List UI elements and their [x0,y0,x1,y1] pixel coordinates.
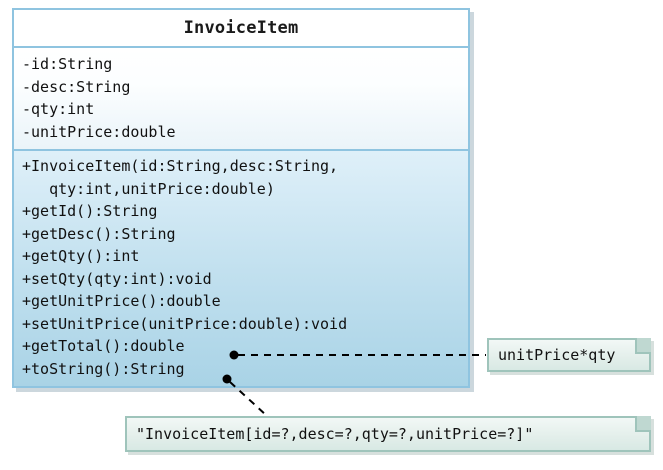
attribute-row: -desc:String [22,77,131,96]
methods-compartment: +InvoiceItem(id:String,desc:String, qty:… [14,151,468,386]
attribute-row: -qty:int [22,100,95,118]
note-fold-corner-icon [635,338,651,354]
method-row: +getDesc():String [22,224,176,243]
class-box-invoiceitem[interactable]: InvoiceItem -id:String -desc:String -qty… [12,8,470,388]
method-row: qty:int,unitPrice:double) [22,179,275,198]
method-row: +setQty(qty:int):void [22,269,212,288]
note-gettotal[interactable]: unitPrice*qty [487,338,651,372]
note-gettotal-text: unitPrice*qty [498,346,616,364]
method-row: +getTotal():double [22,337,185,355]
note-fold-corner-icon [635,416,651,432]
note-tostring-text: "InvoiceItem[id=?,desc=?,qty=?,unitPrice… [136,425,534,443]
class-name-header: InvoiceItem [14,10,468,48]
attribute-row: -id:String [22,55,113,73]
method-row: +getQty():int [22,247,140,265]
method-row: +toString():String [22,359,185,378]
attributes-compartment: -id:String -desc:String -qty:int -unitPr… [14,48,468,151]
method-row: +getId():String [22,202,158,220]
method-row: +getUnitPrice():double [22,292,221,310]
method-row: +setUnitPrice(unitPrice:double):void [22,314,348,333]
note-tostring[interactable]: "InvoiceItem[id=?,desc=?,qty=?,unitPrice… [125,416,651,452]
method-row: +InvoiceItem(id:String,desc:String, [22,157,339,175]
attribute-row: -unitPrice:double [22,122,176,141]
